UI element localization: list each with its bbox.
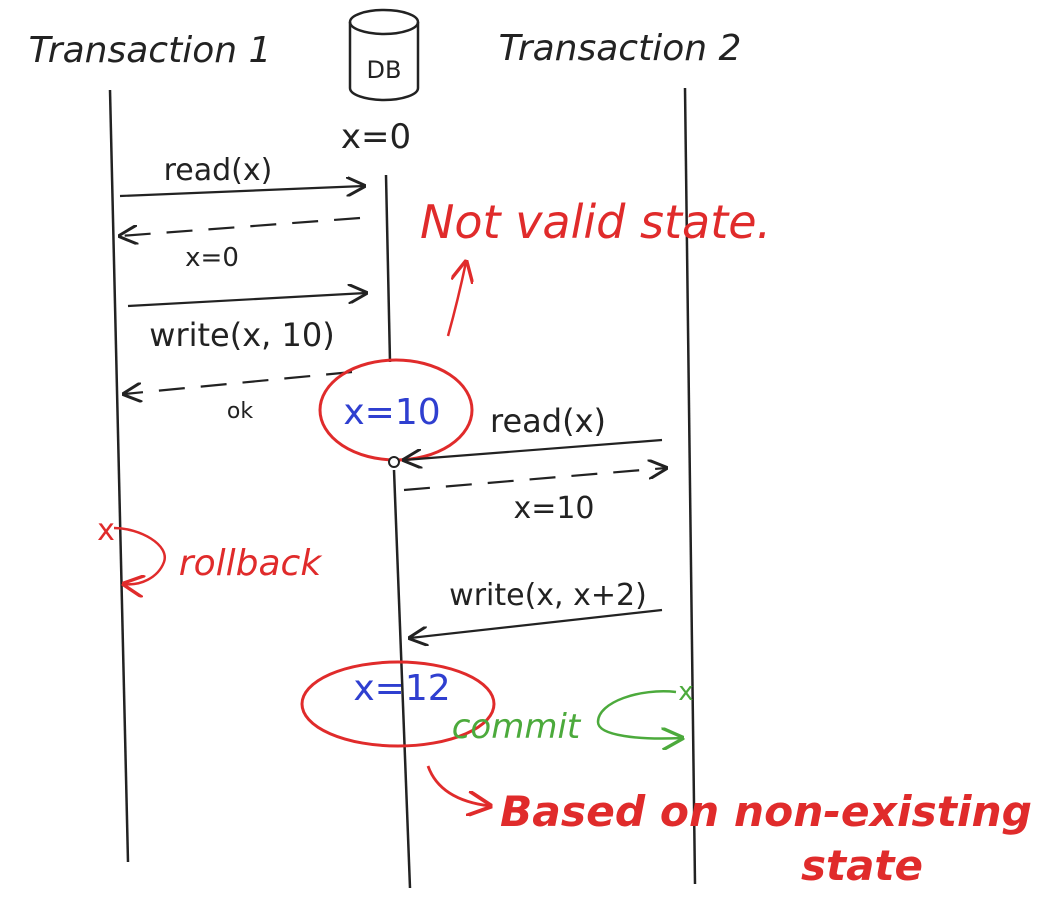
message-t1-write-reply-label: ok [227,399,253,424]
message-t2-write-arrow [410,608,663,638]
annotation-not-valid: Not valid state. [420,195,771,249]
db-initial-state: x=0 [341,117,411,157]
db-state-x12-circle [300,660,496,748]
lifeline-db-upper [384,174,392,363]
message-t1-read-label: read(x) [164,153,273,188]
db-state-x10: x=10 [343,392,440,433]
message-t2-read-label: read(x) [490,402,606,440]
db-state-x12: x=12 [353,668,450,709]
message-t1-write-label: write(x, 10) [149,316,334,354]
rollback-icon [113,526,166,584]
lifeline-db-lower [392,469,412,889]
based-on-pointer-arrow [426,765,490,806]
lifeline-t2 [683,87,697,885]
event-t2-commit: commit [452,707,582,747]
message-t2-read-arrow [404,438,663,460]
event-t1-rollback: rollback [179,543,324,584]
database-icon [348,8,420,102]
commit-icon [596,690,682,738]
annotation-based-on-line2: state [801,841,923,890]
rollback-x-mark: x [97,513,115,548]
commit-x-mark: x [678,677,693,707]
not-valid-pointer-arrow [446,262,466,337]
message-t1-read-arrow [119,186,364,198]
message-t1-read-reply-label: x=0 [185,243,239,273]
message-t2-read-reply-arrow [403,468,666,492]
message-t1-write-reply-arrow [124,370,353,394]
message-t2-read-reply-label: x=10 [513,491,594,526]
message-t1-read-reply-arrow [120,216,361,236]
lifeline-t1 [108,89,130,863]
db-read-point [388,456,400,468]
annotation-based-on-line1: Based on non-existing [500,787,1032,836]
message-t1-write-arrow [127,293,366,308]
participant-t1-label: Transaction 1 [29,30,272,71]
participant-db-label: DB [367,56,402,84]
participant-t2-label: Transaction 2 [499,28,742,69]
message-t2-write-label: write(x, x+2) [449,578,647,613]
